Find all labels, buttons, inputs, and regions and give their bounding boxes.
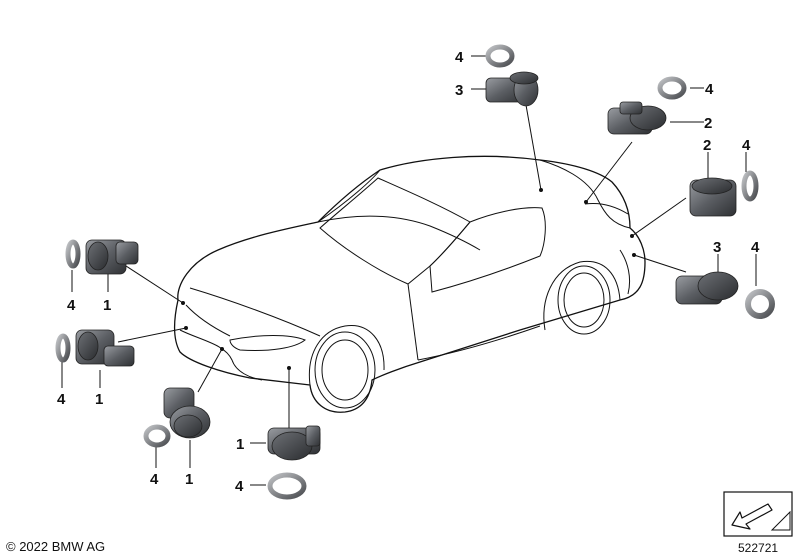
navigation-arrow-icon[interactable] — [723, 491, 793, 537]
callout-label: 4 — [150, 471, 159, 488]
sensor-part-1-left-middle[interactable] — [75, 329, 135, 367]
callout-label: 2 — [703, 137, 711, 154]
callout-label: 4 — [57, 391, 66, 408]
sensor-part-1-left-upper[interactable] — [85, 239, 139, 275]
callout-label: 4 — [751, 239, 760, 256]
ring-part-4-left-middle[interactable] — [55, 333, 71, 363]
ring-part-4-right-middle[interactable] — [741, 170, 759, 202]
ring-part-4-right-lower[interactable] — [745, 289, 775, 319]
copyright-text: © 2022 BMW AG — [6, 539, 106, 554]
ring-part-4-left-upper[interactable] — [65, 239, 81, 269]
sensor-part-2-upper[interactable] — [607, 101, 667, 135]
callout-label: 3 — [455, 82, 463, 99]
sensor-part-3-lower[interactable] — [675, 271, 739, 305]
callout-label: 4 — [67, 297, 76, 314]
ring-part-4-bottom-center[interactable] — [267, 472, 307, 500]
car-outline — [173, 155, 646, 413]
callout-label: 4 — [742, 137, 751, 154]
callout-label: 3 — [713, 239, 721, 256]
diagram-number: 522721 — [738, 541, 779, 555]
sensor-part-2-middle[interactable] — [689, 177, 737, 217]
ring-part-4-bottom-left[interactable] — [143, 424, 171, 448]
ring-part-4-right-top[interactable] — [657, 76, 687, 100]
callout-label: 4 — [705, 81, 714, 98]
callout-label: 4 — [455, 49, 464, 66]
sensor-part-1-bottom-left[interactable] — [163, 387, 211, 439]
callout-label: 1 — [185, 471, 193, 488]
callout-label: 1 — [236, 436, 244, 453]
callout-label: 1 — [103, 297, 111, 314]
callout-labels: 4 3 4 2 2 4 3 4 4 1 4 1 4 1 1 4 — [57, 49, 760, 495]
ring-part-4-top[interactable] — [485, 44, 515, 68]
callout-label: 1 — [95, 391, 103, 408]
callout-label: 4 — [235, 478, 244, 495]
sensor-part-1-bottom-center[interactable] — [267, 425, 321, 461]
callout-label: 2 — [704, 115, 712, 132]
sensor-part-3-top[interactable] — [485, 71, 539, 107]
leader-lines — [61, 55, 757, 486]
